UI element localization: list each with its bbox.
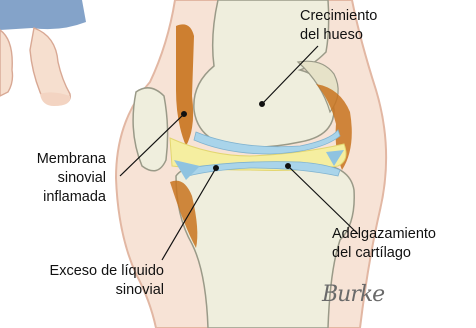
label-bone-growth-line-1: Crecimiento xyxy=(300,7,377,26)
label-bone-growth: Crecimiento del hueso xyxy=(300,7,377,45)
artist-signature: Burke xyxy=(322,282,384,307)
label-excess-fluid-line-2: sinovial xyxy=(6,281,164,300)
label-inflamed-membrane-line-2: sinovial xyxy=(2,169,106,188)
label-excess-fluid: Exceso de líquido sinovial xyxy=(6,262,164,300)
label-inflamed-membrane-line-3: inflamada xyxy=(2,188,106,207)
label-cartilage-thinning-line-1: Adelgazamiento xyxy=(332,225,436,244)
child-figure xyxy=(0,0,86,106)
leader-dot-membrane xyxy=(182,112,187,117)
leader-dot-fluid xyxy=(214,166,219,171)
leader-dot-cartilage xyxy=(286,164,291,169)
child-shorts xyxy=(0,0,86,30)
label-bone-growth-line-2: del hueso xyxy=(300,26,377,45)
label-cartilage-thinning-line-2: del cartílago xyxy=(332,244,436,263)
label-inflamed-membrane-line-1: Membrana xyxy=(2,150,106,169)
leader-dot-bone-growth xyxy=(260,102,265,107)
label-inflamed-membrane: Membrana sinovial inflamada xyxy=(2,150,106,207)
label-cartilage-thinning: Adelgazamiento del cartílago xyxy=(332,225,436,263)
label-excess-fluid-line-1: Exceso de líquido xyxy=(6,262,164,281)
child-leg-left xyxy=(0,30,13,96)
